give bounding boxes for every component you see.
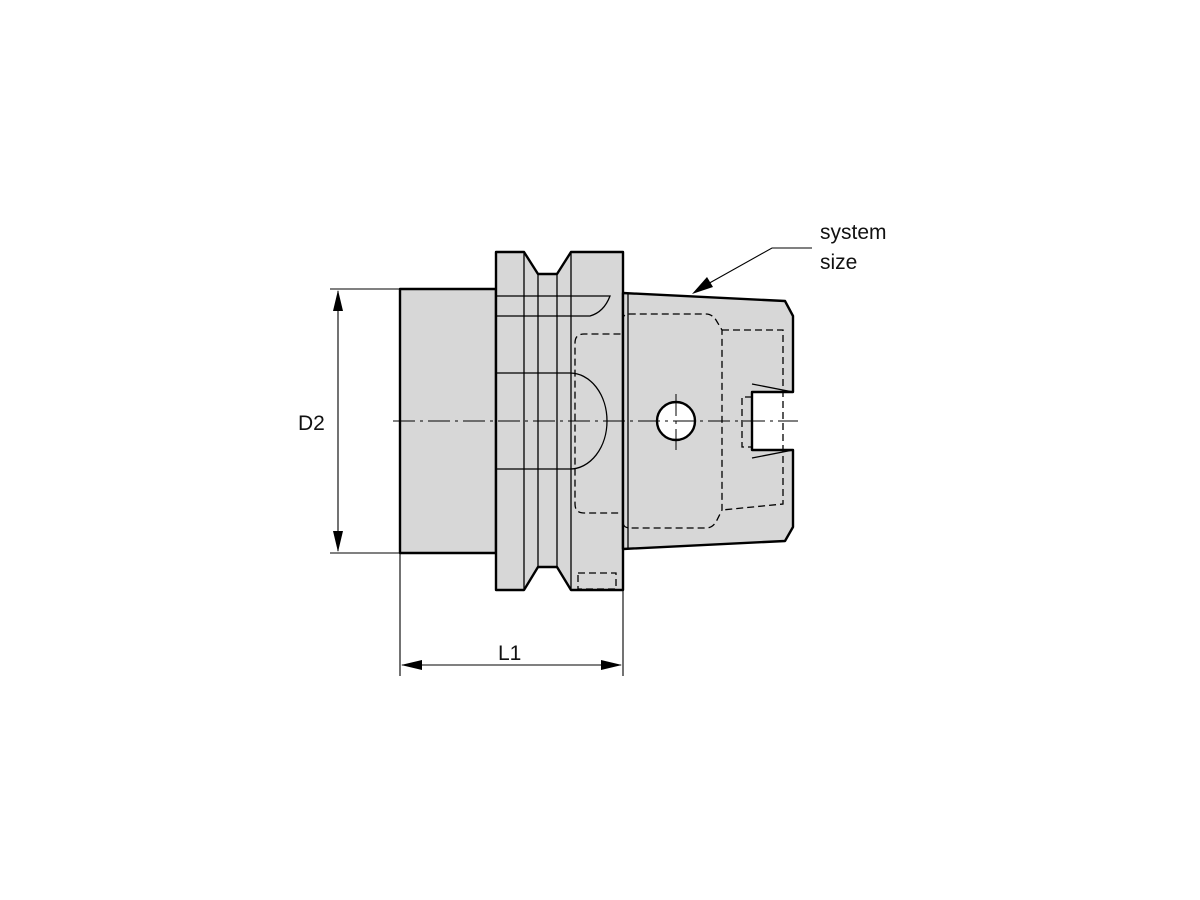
system-size-leader <box>696 247 812 291</box>
taper-hidden-cavity <box>574 313 723 529</box>
flange-hidden-slot <box>577 572 617 590</box>
d2-arrow-bottom <box>333 531 343 552</box>
system-size-label: system <box>820 221 887 244</box>
l1-arrow-right <box>601 660 622 670</box>
taper-hidden-bore <box>721 329 784 511</box>
system-size-arrow <box>692 277 713 294</box>
d2-arrow-top <box>333 290 343 311</box>
l1-label: L1 <box>498 642 521 665</box>
taper-chamfer <box>751 383 794 459</box>
d2-label: D2 <box>298 412 325 435</box>
system-size-label: size <box>820 251 857 274</box>
l1-arrow-left <box>401 660 422 670</box>
orientation-notch <box>496 295 611 317</box>
taper-hidden-slot <box>741 396 752 448</box>
